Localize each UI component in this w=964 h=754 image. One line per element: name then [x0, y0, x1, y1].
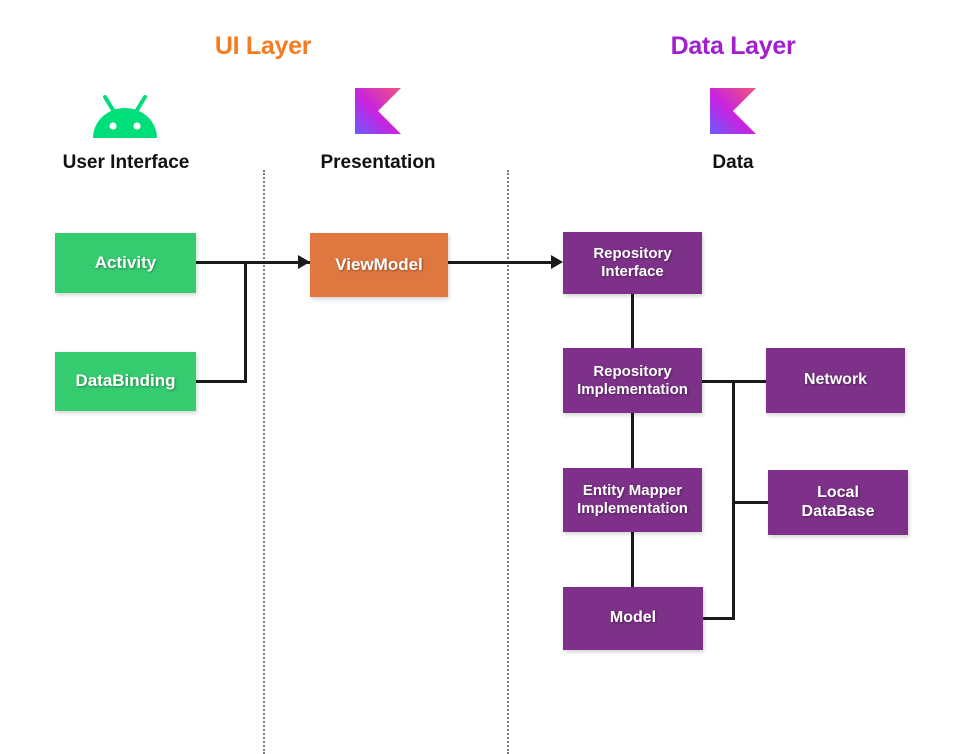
node-entity-mapper-implementation[interactable]: Entity Mapper Implementation: [563, 468, 702, 532]
node-network[interactable]: Network: [766, 348, 905, 413]
kotlin-logo-icon: [355, 88, 401, 134]
arrow-head-to-repository-interface: [551, 255, 563, 269]
node-activity[interactable]: Activity: [55, 233, 196, 293]
connector-data-source-bus: [732, 380, 735, 619]
sublayer-label-presentation: Presentation: [320, 152, 436, 173]
node-activity-label: Activity: [94, 252, 157, 272]
node-viewmodel[interactable]: ViewModel: [310, 233, 448, 297]
layer-title-ui: UI Layer: [214, 32, 312, 60]
connector-repo-interface-to-repo-impl: [631, 293, 634, 349]
node-databinding[interactable]: DataBinding: [55, 352, 196, 411]
node-repository-interface-label-line1: Repository: [593, 245, 672, 263]
connector-bus-to-local-database: [732, 501, 770, 504]
node-viewmodel-label: ViewModel: [335, 254, 423, 274]
node-model-label: Model: [609, 609, 657, 627]
connector-repo-impl-to-bus: [702, 380, 735, 383]
connector-activity-to-junction: [196, 261, 311, 264]
layer-title-data: Data Layer: [670, 32, 796, 60]
node-local-database-label-line1: Local: [817, 483, 859, 501]
node-repository-interface[interactable]: Repository Interface: [563, 232, 702, 294]
node-repository-implementation-label-line1: Repository: [593, 362, 672, 380]
node-entity-mapper-label-line2: Implementation: [577, 500, 688, 517]
connector-viewmodel-to-repository-interface: [448, 261, 552, 264]
node-repository-implementation-label-line2: Implementation: [577, 380, 688, 398]
node-entity-mapper-label-line1: Entity Mapper: [582, 482, 683, 500]
node-model[interactable]: Model: [563, 587, 703, 650]
layer-divider-presentation-data: [507, 170, 509, 754]
arrow-head-to-viewmodel: [298, 255, 310, 269]
node-repository-implementation[interactable]: Repository Implementation: [563, 348, 702, 413]
android-robot-icon: [89, 92, 161, 140]
connector-repo-impl-to-entity-mapper: [631, 413, 634, 469]
node-repository-interface-label-line2: Interface: [601, 263, 664, 280]
connector-bus-to-network: [732, 380, 768, 383]
layer-divider-ui-presentation: [263, 170, 265, 754]
node-network-label: Network: [803, 371, 868, 389]
connector-vertical-bus-ui: [244, 261, 247, 383]
kotlin-logo-icon: [710, 88, 756, 134]
node-databinding-label: DataBinding: [75, 371, 176, 391]
connector-entity-mapper-to-model: [631, 532, 634, 588]
sublayer-label-data: Data: [712, 152, 754, 173]
node-local-database[interactable]: Local DataBase: [768, 470, 908, 535]
node-local-database-label-line2: DataBase: [801, 502, 875, 520]
connector-databinding-to-junction: [196, 380, 247, 383]
sublayer-label-user-interface: User Interface: [62, 152, 190, 173]
connector-model-to-bus: [702, 617, 735, 620]
